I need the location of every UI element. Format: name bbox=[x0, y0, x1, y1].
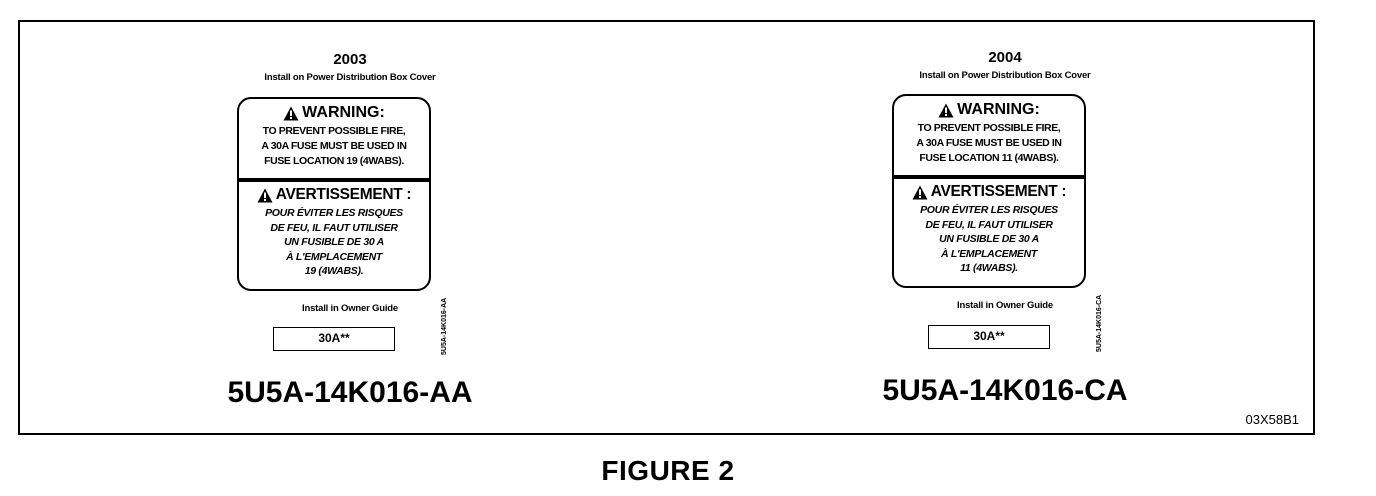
avertissement-title: AVERTISSEMENT : bbox=[275, 186, 412, 203]
french-line: POUR ÉVITER LES RISQUES bbox=[920, 204, 1058, 216]
warning-section-french: AVERTISSEMENT : POUR ÉVITER LES RISQUES … bbox=[894, 183, 1084, 276]
avertissement-heading: AVERTISSEMENT : bbox=[239, 186, 429, 204]
warning-triangle-icon bbox=[257, 188, 273, 202]
french-line: 11 (4WABS). bbox=[960, 262, 1018, 274]
warning-triangle-icon bbox=[938, 103, 954, 117]
part-number: 5U5A-14K016-AA bbox=[227, 376, 473, 409]
french-line: À L'EMPLACEMENT bbox=[286, 250, 382, 263]
label-panel-2004: 2004 Install on Power Distribution Box C… bbox=[880, 22, 1130, 435]
warning-line: TO PREVENT POSSIBLE FIRE, bbox=[262, 125, 406, 137]
warning-line: A 30A FUSE MUST BE USED IN bbox=[261, 140, 407, 152]
drawing-code: 03X58B1 bbox=[1245, 412, 1300, 427]
warning-title: WARNING: bbox=[302, 104, 385, 121]
label-panel-2003: 2003 Install on Power Distribution Box C… bbox=[225, 22, 475, 435]
warning-heading: WARNING: bbox=[239, 104, 429, 122]
warning-line: FUSE LOCATION 11 (4WABS). bbox=[919, 152, 1059, 164]
french-line: DE FEU, IL FAUT UTILISER bbox=[270, 221, 398, 234]
french-line: UN FUSIBLE DE 30 A bbox=[284, 236, 384, 248]
warning-label: WARNING: TO PREVENT POSSIBLE FIRE, A 30A… bbox=[237, 97, 431, 291]
warning-label: WARNING: TO PREVENT POSSIBLE FIRE, A 30A… bbox=[892, 94, 1086, 288]
figure-caption: FIGURE 2 bbox=[601, 455, 735, 486]
install-location-note: Install on Power Distribution Box Cover bbox=[919, 70, 1091, 81]
avertissement-heading: AVERTISSEMENT : bbox=[894, 183, 1084, 201]
warning-triangle-icon bbox=[283, 106, 299, 120]
french-text: POUR ÉVITER LES RISQUES DE FEU, IL FAUT … bbox=[239, 206, 429, 279]
warning-line: TO PREVENT POSSIBLE FIRE, bbox=[917, 122, 1061, 134]
label-side-code: 5U5A-14K016-AA bbox=[441, 297, 448, 355]
label-year: 2003 bbox=[333, 51, 367, 68]
french-line: UN FUSIBLE DE 30 A bbox=[939, 233, 1039, 245]
fuse-rating-box: 30A** bbox=[928, 325, 1050, 349]
warning-title: WARNING: bbox=[957, 101, 1040, 118]
warning-section-french: AVERTISSEMENT : POUR ÉVITER LES RISQUES … bbox=[239, 186, 429, 279]
warning-line: A 30A FUSE MUST BE USED IN bbox=[916, 137, 1062, 149]
label-side-code: 5U5A-14K016-CA bbox=[1096, 294, 1103, 352]
french-line: DE FEU, IL FAUT UTILISER bbox=[925, 218, 1053, 231]
part-number: 5U5A-14K016-CA bbox=[882, 374, 1128, 407]
warning-line: FUSE LOCATION 19 (4WABS). bbox=[264, 155, 404, 167]
owner-guide-note: Install in Owner Guide bbox=[957, 300, 1053, 311]
label-year: 2004 bbox=[988, 49, 1022, 66]
french-line: À L'EMPLACEMENT bbox=[941, 247, 1037, 260]
warning-text: TO PREVENT POSSIBLE FIRE, A 30A FUSE MUS… bbox=[239, 124, 429, 169]
fuse-rating-box: 30A** bbox=[273, 327, 395, 351]
avertissement-title: AVERTISSEMENT : bbox=[930, 183, 1067, 200]
warning-section-english: WARNING: TO PREVENT POSSIBLE FIRE, A 30A… bbox=[894, 101, 1084, 179]
warning-triangle-icon bbox=[912, 185, 928, 199]
warning-text: TO PREVENT POSSIBLE FIRE, A 30A FUSE MUS… bbox=[894, 121, 1084, 166]
owner-guide-note: Install in Owner Guide bbox=[302, 303, 398, 314]
install-location-note: Install on Power Distribution Box Cover bbox=[264, 72, 436, 83]
warning-section-english: WARNING: TO PREVENT POSSIBLE FIRE, A 30A… bbox=[239, 104, 429, 182]
french-text: POUR ÉVITER LES RISQUES DE FEU, IL FAUT … bbox=[894, 203, 1084, 276]
french-line: POUR ÉVITER LES RISQUES bbox=[265, 207, 403, 219]
french-line: 19 (4WABS). bbox=[304, 265, 364, 277]
warning-heading: WARNING: bbox=[894, 101, 1084, 119]
figure-frame: 2003 Install on Power Distribution Box C… bbox=[18, 20, 1315, 435]
